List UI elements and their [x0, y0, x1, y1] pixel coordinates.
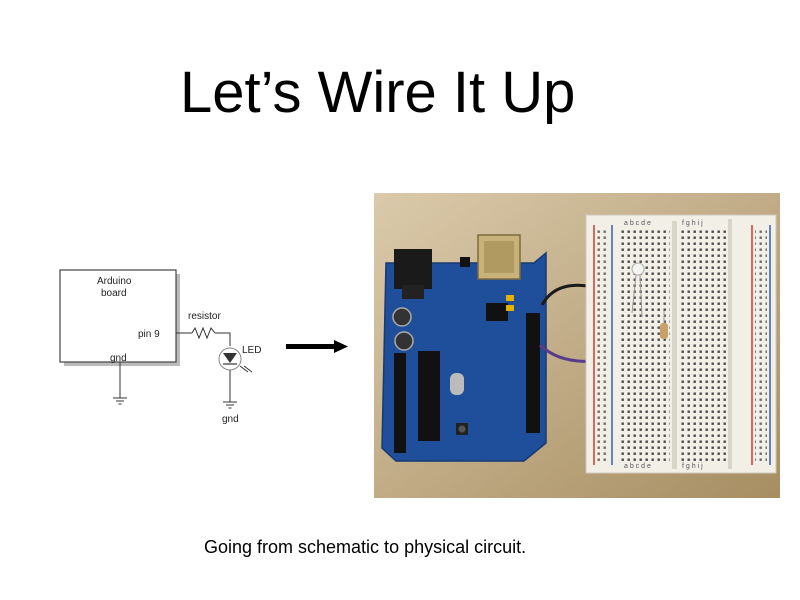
- capacitor-1: [392, 307, 412, 327]
- breadboard-letters-bottom: a b c d e: [624, 463, 651, 470]
- arduino-board: [381, 234, 547, 462]
- board-label-line1: Arduino: [97, 276, 132, 287]
- breadboard-letters-bottom2: f g h i j: [682, 463, 703, 470]
- led-diode-triangle: [223, 353, 237, 363]
- slide-caption: Going from schematic to physical circuit…: [204, 537, 527, 557]
- capacitor-2: [394, 331, 414, 351]
- arrow-icon: [286, 340, 348, 353]
- crystal: [450, 373, 464, 395]
- breadboard: [585, 214, 777, 474]
- resistor-component: [660, 323, 668, 339]
- breadboard-letters-top: a b c d e: [624, 220, 651, 227]
- breadboard-letters-top2: f g h i j: [682, 220, 703, 227]
- gnd-symbol-board: [113, 397, 127, 405]
- resistor-label: resistor: [188, 311, 221, 322]
- small-chip: [486, 303, 508, 321]
- power-jack: [394, 249, 432, 289]
- microcontroller-chip: [418, 351, 440, 441]
- gnd-symbol-led: [223, 401, 237, 409]
- resistor-symbol: [191, 326, 216, 340]
- board-label-line2: board: [101, 288, 127, 299]
- header-left: [394, 353, 406, 453]
- led-gnd-label: gnd: [222, 414, 239, 425]
- led-label: LED: [242, 345, 261, 356]
- pin-label: pin 9: [138, 329, 160, 340]
- board-box: [59, 269, 177, 363]
- led-light-arrows: [239, 365, 253, 373]
- board-gnd-label: gnd: [110, 353, 127, 364]
- circuit-photo: a b c d e f g h i j a b c d e f g h i j: [374, 193, 780, 498]
- header-right: [526, 313, 540, 433]
- slide-title: Let’s Wire It Up: [180, 60, 576, 125]
- schematic-diagram: Arduino board pin 9 gnd resistor LED gnd: [59, 269, 261, 425]
- wire-resistor-led: [215, 332, 231, 346]
- led-component: [631, 262, 645, 276]
